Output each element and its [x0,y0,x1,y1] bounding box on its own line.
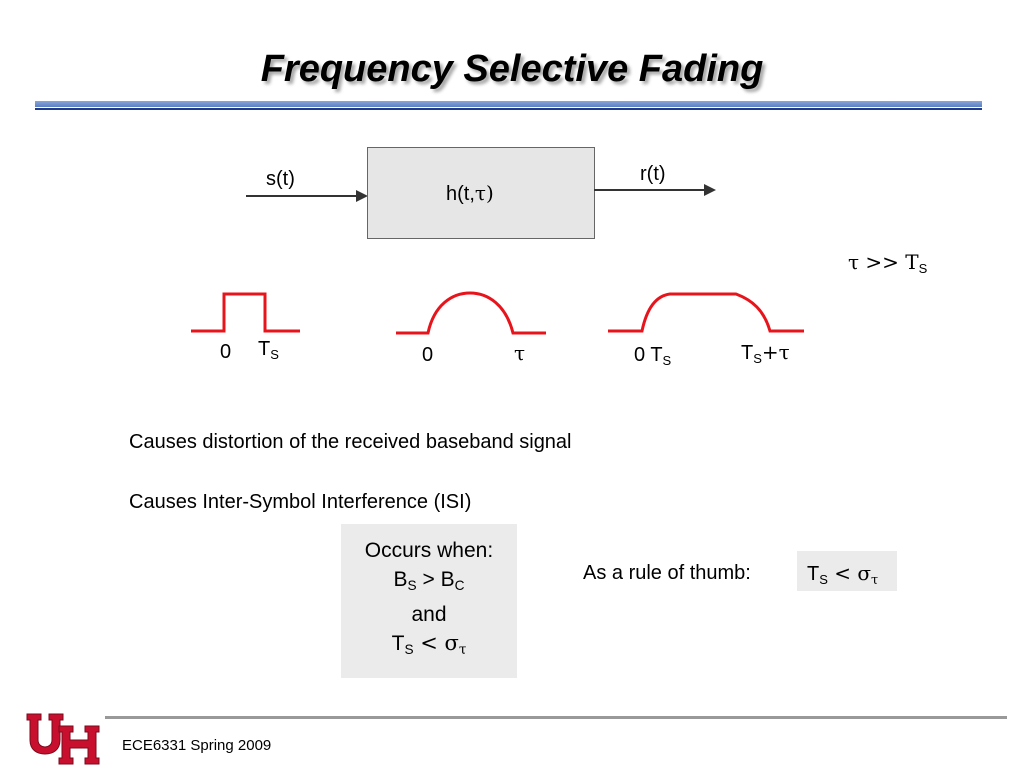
pulse3-label-0ts-main: 0 T [634,344,663,366]
occurs-line4-a-sub: S [404,642,414,658]
slide-title: Frequency Selective Fading [260,48,764,90]
condition-label: τ >> TS [848,250,927,276]
system-label-tau: τ) [474,181,494,205]
output-signal-label: r(t) [640,163,666,185]
rule-of-thumb-label: As a rule of thumb: [583,562,751,584]
occurs-line2-b-sub: C [454,578,465,594]
occurs-line1: Occurs when: [364,539,494,562]
rule-highlight-box [797,551,897,591]
uh-logo [26,713,100,765]
pulse-smeared [608,292,804,333]
system-block [367,147,595,239]
pulse3-label-tstau-suffix: +τ [761,340,790,364]
occurs-line3: and [411,603,447,627]
input-signal-label: s(t) [266,168,295,190]
occurs-when-box: Occurs when: BS > BC and TS < στ [341,524,517,678]
bullet-distortion: Causes distortion of the received baseba… [129,431,572,453]
occurs-line2: BS > BC [341,565,517,600]
footer-rule [105,716,1007,719]
title-rule-underline [35,108,982,110]
pulse3-label-tstau: TS+τ [741,340,790,366]
rule-expr-mid: < σ [827,561,872,585]
pulse1-label-ts: TS [258,338,279,362]
title-rule [35,101,982,107]
footer-course: ECE6331 Spring 2009 [122,737,272,754]
occurs-line2-a: B [393,568,408,591]
condition-sub: S [918,260,928,276]
system-label: h(t,τ) [446,181,494,206]
occurs-line4-a: T [391,632,405,656]
pulse1-label-ts-sub: S [270,346,279,362]
occurs-line2-a-sub: S [407,578,417,594]
pulse2-label-tau: τ [514,341,526,365]
rule-expr-a-sub: S [819,571,828,587]
output-arrow-head-icon [704,184,716,196]
occurs-line2-mid: > B [416,568,455,591]
pulse2-label-0: 0 [422,344,434,366]
pulse3-label-0ts-sub: S [662,352,672,368]
condition-text: τ >> T [848,250,919,274]
pulse-half-sine [396,291,546,335]
input-arrow-line [246,195,356,197]
system-label-main: h(t, [446,183,475,205]
pulse3-label-0ts: 0 TS [634,344,671,368]
occurs-line4-mid: < σ [413,631,459,656]
pulse-rectangular [191,292,300,333]
rule-expr-b-sub: τ [871,572,879,588]
input-arrow-head-icon [356,190,368,202]
occurs-line4-b-sub: τ [458,642,467,659]
pulse3-label-tstau-main: T [741,342,754,364]
bullet-isi: Causes Inter-Symbol Interference (ISI) [129,491,472,513]
pulse3-label-tstau-sub: S [753,350,762,366]
output-arrow-line [594,189,704,191]
occurs-line4: TS < στ [341,629,517,665]
rule-of-thumb-expr: TS < στ [807,561,878,588]
pulse1-label-ts-main: T [258,338,271,360]
pulse1-label-0: 0 [220,341,232,363]
rule-expr-a: T [807,563,820,585]
